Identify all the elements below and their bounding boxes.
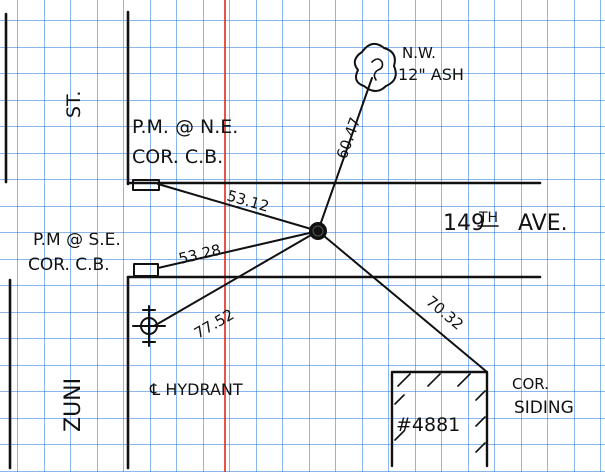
avenue-word: AVE. xyxy=(518,211,568,236)
fire-hydrant-icon xyxy=(132,305,166,347)
pm-ne-label-line1: P.M. @ N.E. xyxy=(132,116,238,138)
avenue-label: 149 TH AVE. xyxy=(443,210,568,236)
street-edges xyxy=(4,10,542,470)
hydrant-label: ℄ HYDRANT xyxy=(149,380,243,399)
street-label-st: ST. xyxy=(63,91,85,118)
tree-symbol-icon xyxy=(353,42,397,92)
pm-se-label-line1: P.M @ S.E. xyxy=(33,230,121,250)
pm-se-marker xyxy=(133,263,159,277)
pm-ne-label-line2: COR. C.B. xyxy=(132,146,223,168)
tie-line-pm-ne xyxy=(157,183,319,232)
siding-label-line1: COR. xyxy=(512,375,549,393)
avenue-suffix: TH xyxy=(478,210,498,226)
tie-line-hydrant xyxy=(153,230,319,327)
tie-line-tree xyxy=(317,77,373,232)
house-hatching xyxy=(394,373,486,453)
tree-label-line2: 12" ASH xyxy=(398,65,464,84)
tree-label-line1: N.W. xyxy=(402,44,436,62)
street-label-zuni: ZUNI xyxy=(61,378,86,432)
tie-line-pm-se xyxy=(157,230,319,269)
pm-se-label-line2: COR. C.B. xyxy=(28,255,110,275)
tie-lines xyxy=(153,77,488,373)
avenue-number: 149 xyxy=(443,211,485,236)
house-number: #4881 xyxy=(396,414,460,436)
control-point-icon xyxy=(309,222,327,240)
house-outline xyxy=(390,370,489,468)
siding-label-line2: SIDING xyxy=(514,398,574,418)
tie-line-siding xyxy=(317,230,488,373)
